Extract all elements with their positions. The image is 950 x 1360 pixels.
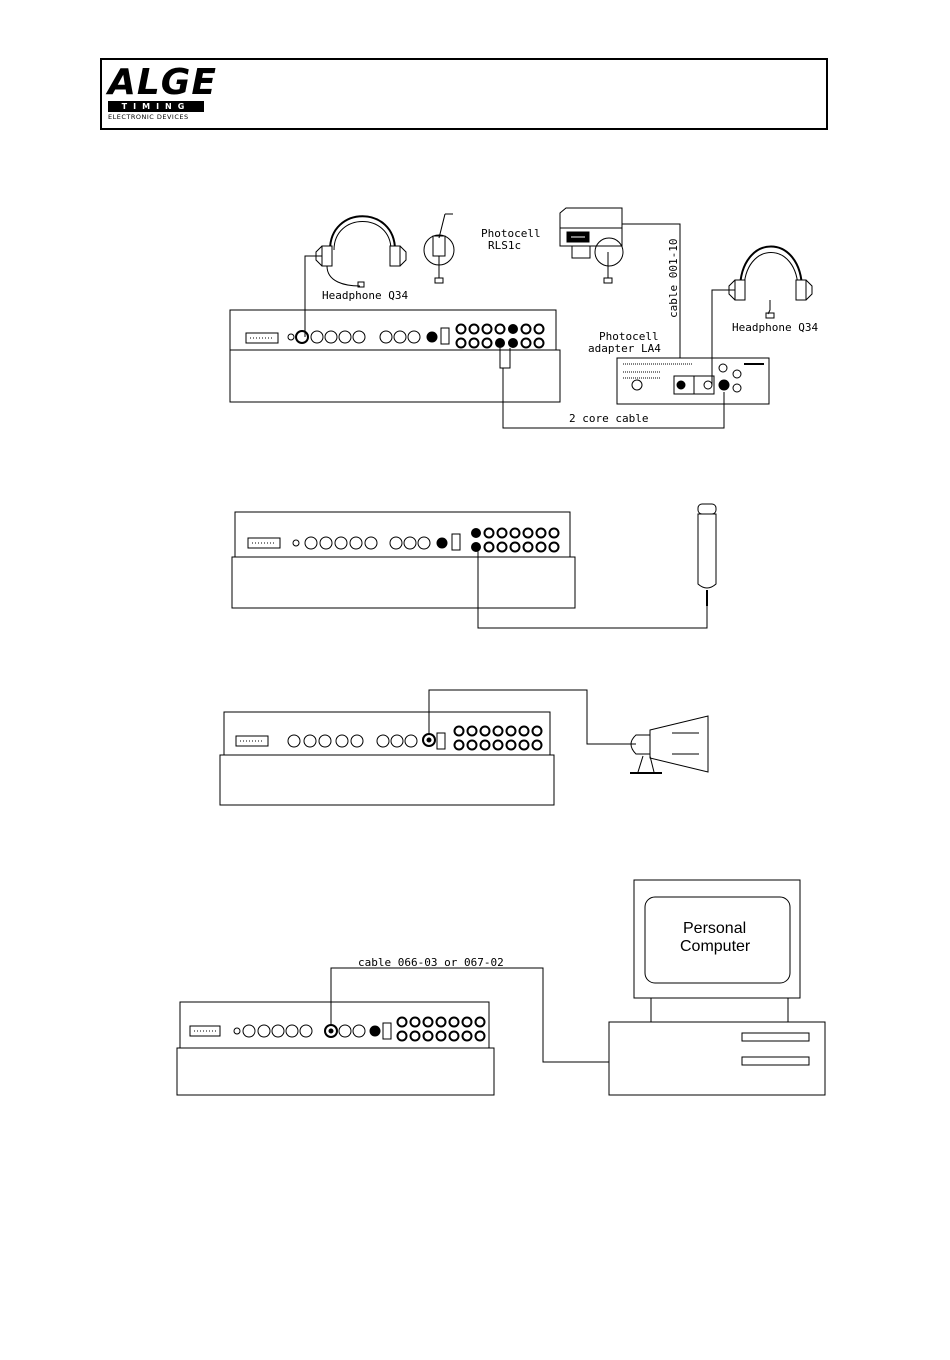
pc-cable-label: cable 066-03 or 067-02 <box>358 956 504 969</box>
pc-label-1: Personal <box>683 920 746 937</box>
diagram-4 <box>177 880 825 1095</box>
headphone-left-label: Headphone Q34 <box>322 289 408 302</box>
timer-device-2 <box>232 512 575 608</box>
diagram-3 <box>220 690 708 805</box>
headphone-right-label: Headphone Q34 <box>732 321 818 334</box>
cable-vertical-label: cable 001-10 <box>667 239 680 318</box>
photocell-adapter-la4 <box>617 358 769 404</box>
diagram-2 <box>232 504 716 628</box>
horn-speaker-icon <box>630 716 708 773</box>
pc-label-2: Computer <box>680 938 751 955</box>
core-cable-label: 2 core cable <box>569 412 648 425</box>
push-button-icon <box>698 504 716 606</box>
timer-device-4 <box>177 1002 494 1095</box>
photocell-label-2: RLS1c <box>488 239 521 252</box>
photocell-left-icon <box>424 214 454 283</box>
personal-computer-icon <box>609 880 825 1095</box>
adapter-label-2: adapter LA4 <box>588 342 661 355</box>
timer-device-3 <box>220 712 554 805</box>
